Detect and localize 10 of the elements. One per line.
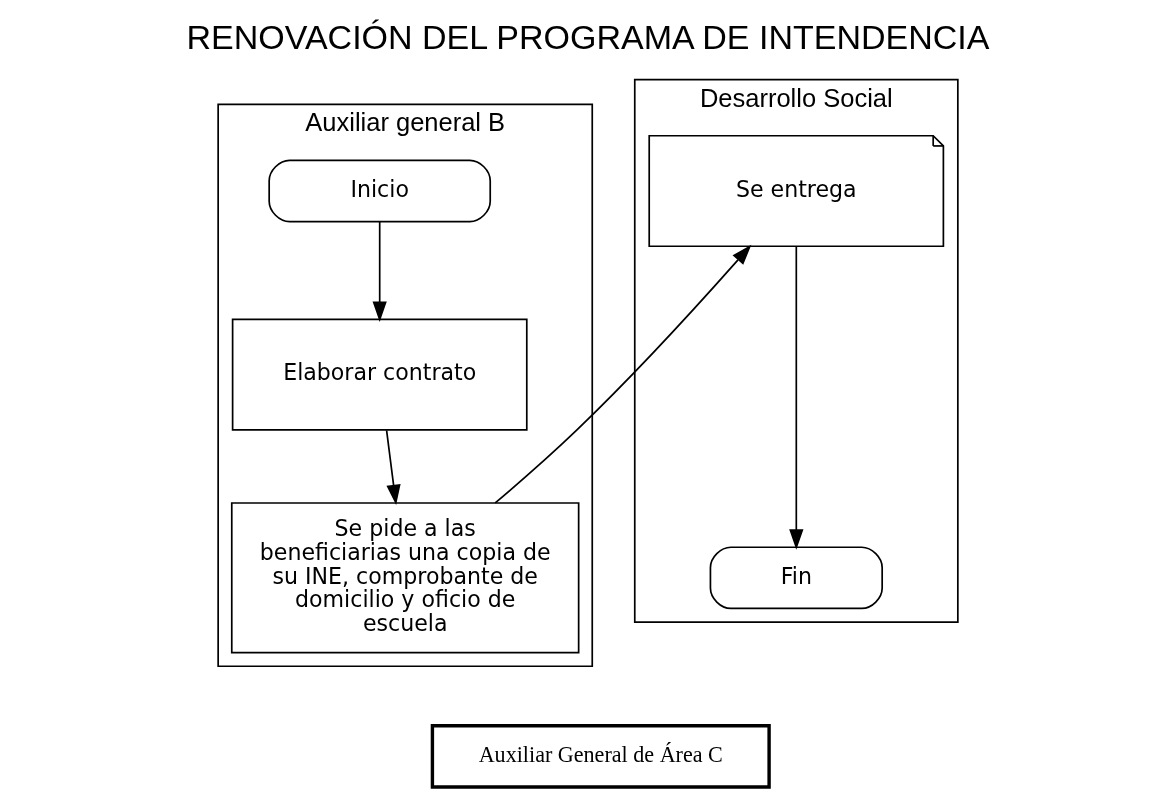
node-box: Se pide a las beneficiarias una copia de su INE, comprobante de domicilio y oficio de escuela <box>230 502 580 654</box>
arrow <box>494 244 752 504</box>
arrow <box>789 245 804 550</box>
node-box: Fin <box>709 546 883 610</box>
arrow <box>385 429 401 506</box>
node-box: Inicio <box>268 159 492 223</box>
arrow <box>372 220 387 322</box>
node-box: Auxiliar General de Área C <box>430 724 771 789</box>
diagram-title: RENOVACIÓN DEL PROGRAMA DE INTENDENCIA <box>186 18 990 57</box>
node-box: Elaborar contrato <box>231 318 528 431</box>
